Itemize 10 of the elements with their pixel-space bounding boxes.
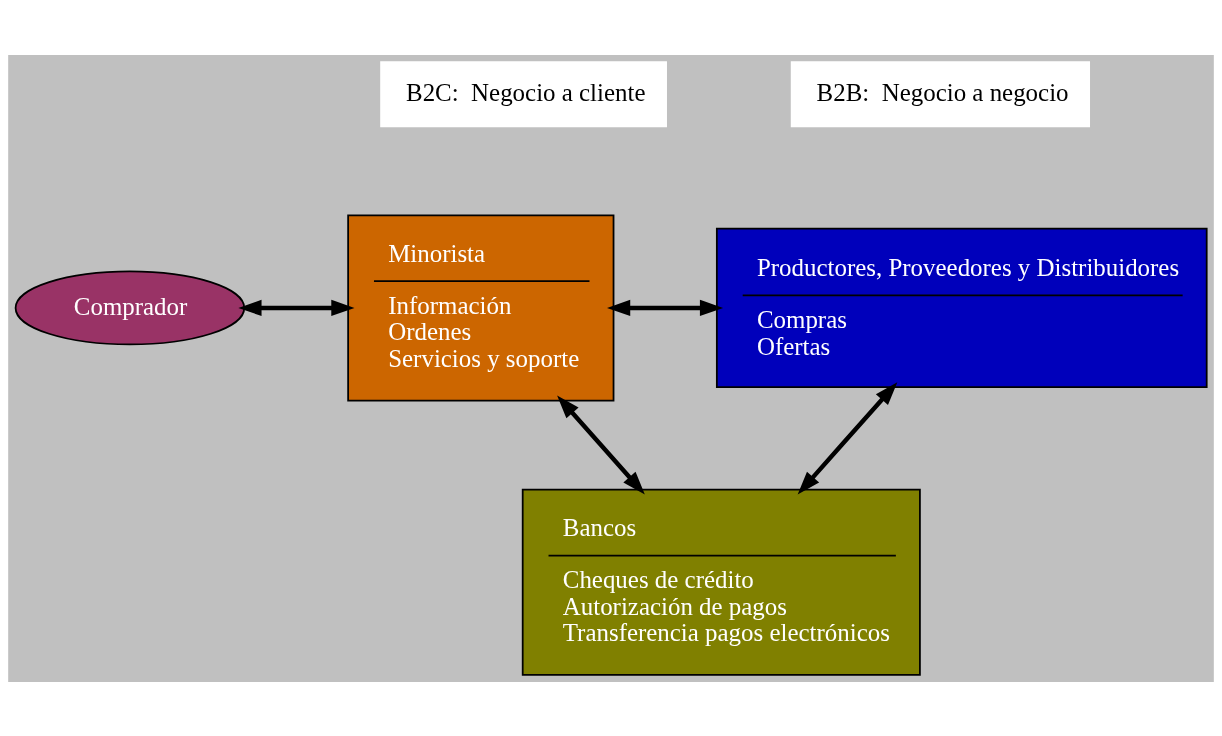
node-box: B2B: Negocio a negocio	[790, 60, 1091, 127]
node-ellipse: Comprador	[14, 270, 246, 345]
node-box: Productores, Proveedores y Distribuidores Compras Ofertas	[715, 227, 1208, 388]
node-box: Bancos Cheques de crédito Autorización de pagos Transferencia pagos electrónicos	[521, 488, 921, 676]
arrow	[797, 381, 898, 494]
node-box: B2C: Negocio a cliente	[380, 60, 667, 127]
arrow	[607, 299, 724, 316]
arrow	[557, 395, 645, 494]
node-box: Minorista Información Ordenes Servicios y soporte	[347, 213, 615, 401]
arrow	[238, 299, 355, 316]
